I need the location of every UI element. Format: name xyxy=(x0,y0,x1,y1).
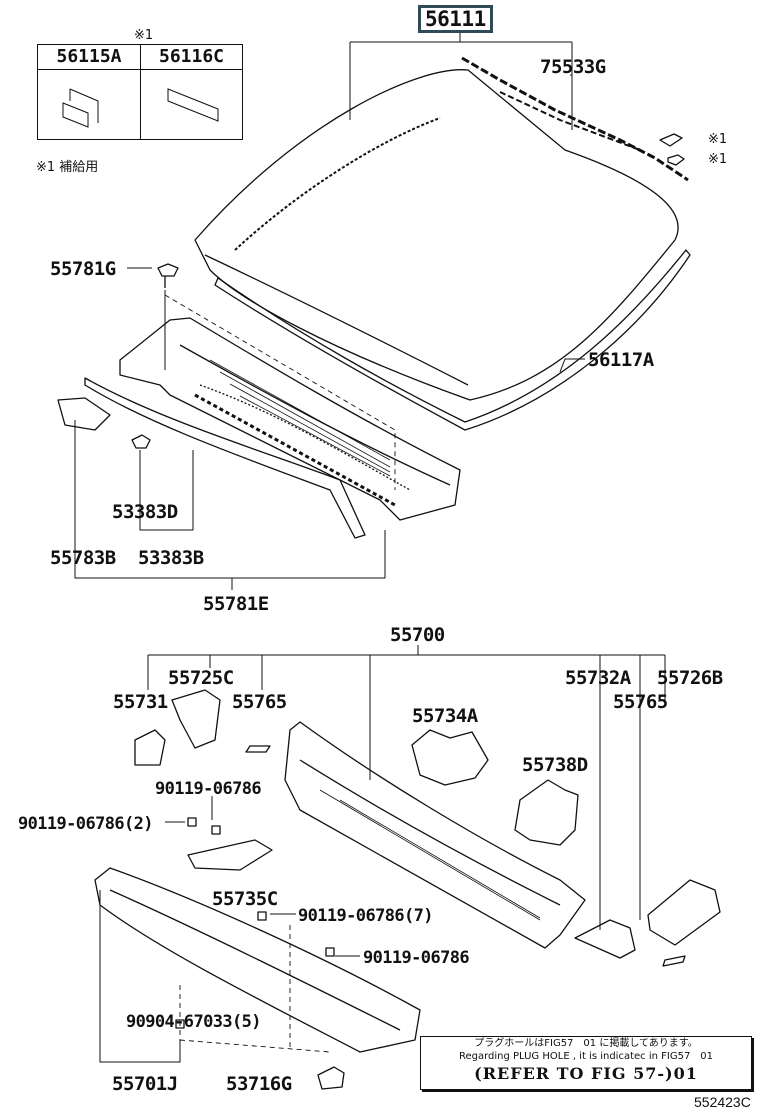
figure-code: 552423C xyxy=(694,1094,751,1110)
upper-molding-2 xyxy=(499,91,641,151)
upper-molding xyxy=(461,56,689,182)
cowl-louver xyxy=(119,317,461,521)
panel-55701J xyxy=(94,867,421,1053)
clip-icon xyxy=(62,88,99,128)
part-label-75533G[interactable]: 75533G xyxy=(540,56,606,78)
part-label-55732A[interactable]: 55732A xyxy=(565,667,631,689)
seal-53383B xyxy=(84,377,366,539)
supply-marker: ※1 xyxy=(708,152,728,167)
clip-55781G xyxy=(157,263,179,288)
part-label-53383B[interactable]: 53383B xyxy=(138,547,204,569)
part-label-55700[interactable]: 55700 xyxy=(390,624,445,646)
part-label-53716G[interactable]: 53716G xyxy=(226,1073,292,1095)
part-label-55765[interactable]: 55765 xyxy=(613,691,668,713)
part-label-90904-67033[interactable]: 90904-67033(5) xyxy=(126,1012,261,1032)
bracket-53716G xyxy=(317,1066,345,1090)
bolt-icon xyxy=(175,817,335,1029)
part-label-55734A[interactable]: 55734A xyxy=(412,705,478,727)
part-label-55701J[interactable]: 55701J xyxy=(112,1073,178,1095)
clip-53383D xyxy=(131,434,151,449)
supply-marker: ※1 xyxy=(134,28,154,43)
part-label-90119-06786-2[interactable]: 90119-06786(2) xyxy=(18,814,153,834)
brace-55725C xyxy=(171,689,221,749)
part-label-56117A[interactable]: 56117A xyxy=(588,349,654,371)
note-reference-link[interactable]: (REFER TO FIG 57-)01 xyxy=(474,1064,698,1083)
part-label-55781E[interactable]: 55781E xyxy=(203,593,269,615)
inset-part-56116C[interactable]: 56116C xyxy=(141,45,242,139)
brace-55731 xyxy=(134,729,166,766)
seal-55734A xyxy=(411,729,489,786)
windshield-glass xyxy=(194,69,679,401)
part-label-56111[interactable]: 56111 xyxy=(418,5,493,33)
reference-note: プラグホールはFIG57 01 に掲載してあります。 Regarding PLU… xyxy=(420,1036,752,1090)
part-label-55781G[interactable]: 55781G xyxy=(50,258,116,280)
supply-marker: ※1 xyxy=(708,132,728,147)
clip-icon xyxy=(167,88,219,122)
part-label-55735C[interactable]: 55735C xyxy=(212,888,278,910)
inset-part-label: 56116C xyxy=(141,45,242,70)
part-label-55726B[interactable]: 55726B xyxy=(657,667,723,689)
part-label-90119-06786-7[interactable]: 90119-06786(7) xyxy=(298,906,433,926)
supply-footnote: ※1 補給用 xyxy=(36,160,99,175)
part-label-55738D[interactable]: 55738D xyxy=(522,754,588,776)
part-label-53383D[interactable]: 53383D xyxy=(112,501,178,523)
brace-55735C xyxy=(187,839,273,871)
note-english: Regarding PLUG HOLE , it is indicatec in… xyxy=(458,1051,714,1062)
brace-55732A xyxy=(574,919,636,959)
note-japanese: プラグホールはFIG57 01 に掲載してあります。 xyxy=(474,1038,698,1049)
seal-55738D xyxy=(514,779,579,846)
cowl-panel-55700 xyxy=(284,721,586,949)
part-label-55725C[interactable]: 55725C xyxy=(168,667,234,689)
seal-55765-left xyxy=(245,745,271,753)
leader-lines xyxy=(74,32,666,1063)
part-label-55731[interactable]: 55731 xyxy=(113,691,168,713)
inset-part-56115A[interactable]: 56115A xyxy=(38,45,141,139)
dam-molding xyxy=(214,249,691,431)
clip-icon xyxy=(659,133,685,166)
part-label-55765[interactable]: 55765 xyxy=(232,691,287,713)
part-label-55783B[interactable]: 55783B xyxy=(50,547,116,569)
part-label-90119-06786[interactable]: 90119-06786 xyxy=(363,948,470,968)
seal-55783B xyxy=(57,397,111,431)
brace-55726B xyxy=(647,879,721,946)
inset-part-label: 56115A xyxy=(38,45,140,70)
part-label-90119-06786[interactable]: 90119-06786 xyxy=(155,779,262,799)
seal-55765-right xyxy=(662,955,686,967)
supply-parts-inset: 56115A 56116C xyxy=(37,44,243,140)
